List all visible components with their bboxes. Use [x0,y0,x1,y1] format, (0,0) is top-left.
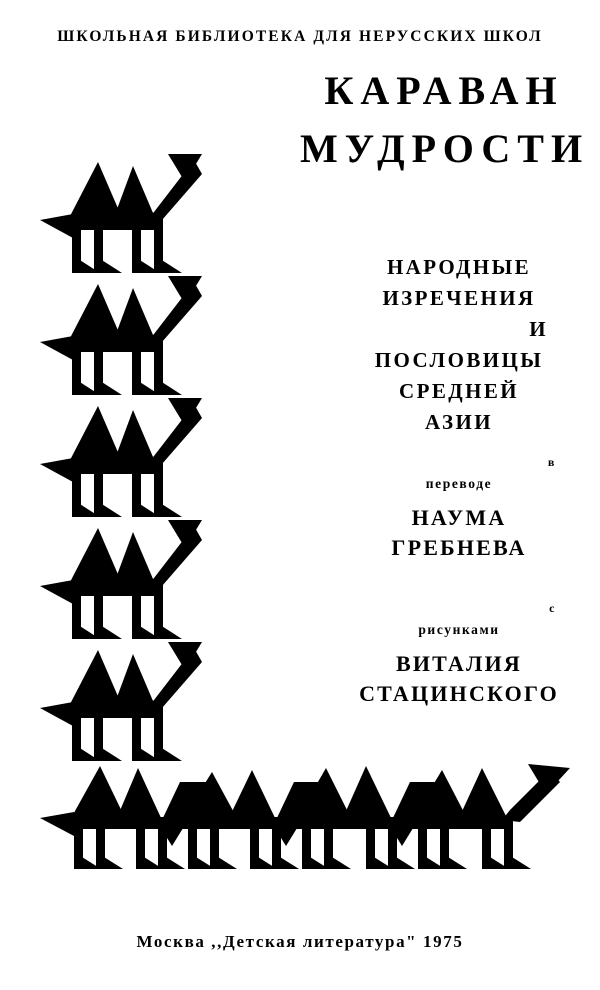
translator-credit: в переводе НАУМА ГРЕБНЕВА [330,452,588,563]
subtitle-line-5: СРЕДНЕЙ [399,379,519,403]
subtitle-line-6: АЗИИ [425,410,493,434]
camel-figure [28,152,203,280]
camel-icon [40,520,202,639]
book-title: КАРАВАН МУДРОСТИ [300,62,588,178]
camel-figure [28,396,203,524]
translator-prefix-small: в [547,455,556,469]
book-subtitle: НАРОДНЫЕ ИЗРЕЧЕНИЯ И ПОСЛОВИЦЫ СРЕДНЕЙ А… [330,252,588,438]
illustrator-prefix: рисунками [418,622,500,637]
publisher-imprint: Москва ,,Детская литература" 1975 [136,932,464,951]
subtitle-line-4: ПОСЛОВИЦЫ [374,348,544,372]
camel-column-illustration [28,152,228,772]
translator-name-line-2: ГРЕБНЕВА [391,535,527,560]
illustrator-name-line-1: ВИТАЛИЯ [395,651,523,676]
caravan-icon [40,764,570,869]
camel-figure [28,274,203,402]
illustrator-name-line-2: СТАЦИНСКОГО [359,681,559,706]
subtitle-line-2: ИЗРЕЧЕНИЯ [382,286,536,310]
camel-icon [40,154,202,273]
illustrator-credit: с рисунками ВИТАЛИЯ СТАЦИНСКОГО [330,598,588,709]
camel-icon [40,276,202,395]
camel-icon [40,642,202,761]
title-line-2: МУДРОСТИ [300,126,590,171]
translator-prefix: переводе [425,476,493,491]
subtitle-line-3: И [529,317,548,341]
illustrator-prefix-small: с [549,601,556,615]
caravan-illustration [22,762,580,902]
title-line-1: КАРАВАН [324,68,564,113]
series-line: ШКОЛЬНАЯ БИБЛИОТЕКА ДЛЯ НЕРУССКИХ ШКОЛ [57,28,543,45]
camel-icon [40,398,202,517]
translator-name-line-1: НАУМА [411,505,507,530]
camel-figure [28,518,203,646]
camel-figure [28,640,203,768]
subtitle-line-1: НАРОДНЫЕ [386,255,532,279]
